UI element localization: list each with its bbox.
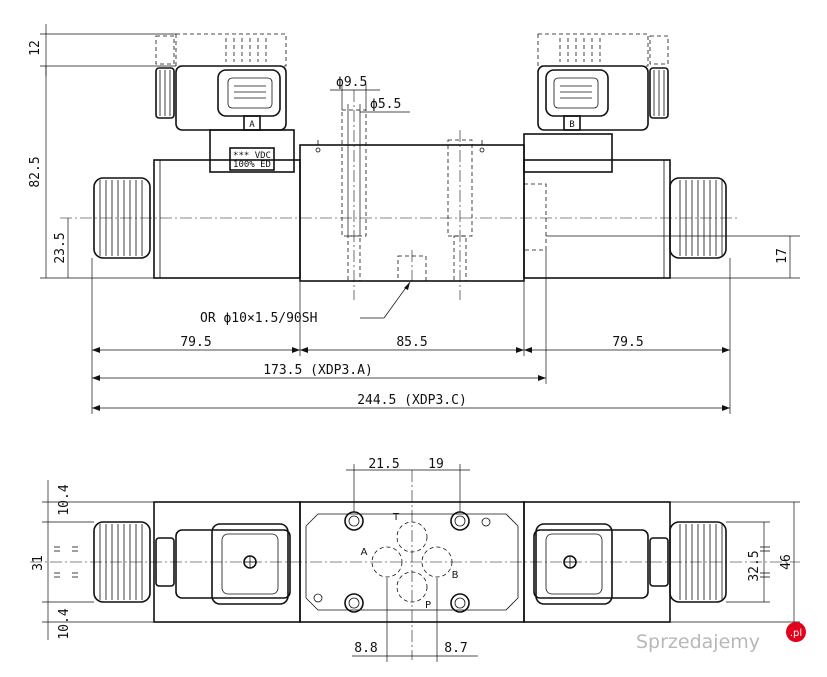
left-knob (93, 177, 151, 259)
left-connector: A (155, 33, 295, 173)
label-plate-line1: *** VDC (233, 151, 271, 161)
dim-bore-small: ϕ5.5 (370, 97, 401, 112)
dim-overall-height: 82.5 (28, 156, 43, 187)
watermark: Sprzedajemy .pl (636, 622, 806, 653)
label-plate: *** VDC 100% ED (229, 147, 275, 171)
right-connector: B (523, 33, 669, 173)
dim-length-c: 244.5 (XDP3.C) (357, 393, 467, 408)
dim-spacing-left: 21.5 (368, 457, 399, 472)
dim-width-left: 31 (31, 555, 46, 571)
dim-bore-large: ϕ9.5 (336, 75, 367, 90)
dim-edge-bottom: 10.4 (57, 608, 72, 639)
dim-offset-right: 8.7 (444, 641, 467, 656)
left-connector-letter: A (249, 120, 255, 130)
right-connector-letter: B (569, 120, 574, 130)
dim-right-coil: 79.5 (612, 335, 643, 350)
front-view: A *** VDC 100% ED (28, 24, 800, 414)
dim-top-offset: 12 (28, 40, 43, 56)
watermark-suffix: .pl (790, 628, 802, 639)
oring-callout: OR ϕ10×1.5/90SH (200, 311, 317, 326)
dim-overall-width: 46 (779, 554, 794, 570)
label-plate-line2: 100% ED (233, 160, 271, 170)
dim-offset-left: 8.8 (354, 641, 377, 656)
port-t-label: T (392, 512, 400, 523)
dim-left-coil: 79.5 (180, 335, 211, 350)
top-left-knob (93, 521, 151, 603)
right-knob (669, 177, 727, 259)
top-right-knob (669, 521, 727, 603)
watermark-text: Sprzedajemy (636, 631, 760, 653)
port-p-label: P (425, 600, 431, 611)
dim-width-right: 32.5 (747, 550, 762, 581)
left-coil (153, 159, 301, 279)
port-b-label: B (452, 570, 459, 581)
watermark-badge-icon (786, 622, 806, 642)
port-a-label: A (361, 547, 368, 558)
dim-right-offset: 17 (775, 248, 790, 264)
dim-length-a: 173.5 (XDP3.A) (263, 363, 373, 378)
top-view: T A B P 21.5 19 8.8 (30, 457, 800, 662)
dim-spacing-right: 19 (428, 457, 444, 472)
dim-axis-height: 23.5 (53, 232, 68, 263)
dim-body: 85.5 (396, 335, 427, 350)
dim-edge-top: 10.4 (57, 484, 72, 515)
